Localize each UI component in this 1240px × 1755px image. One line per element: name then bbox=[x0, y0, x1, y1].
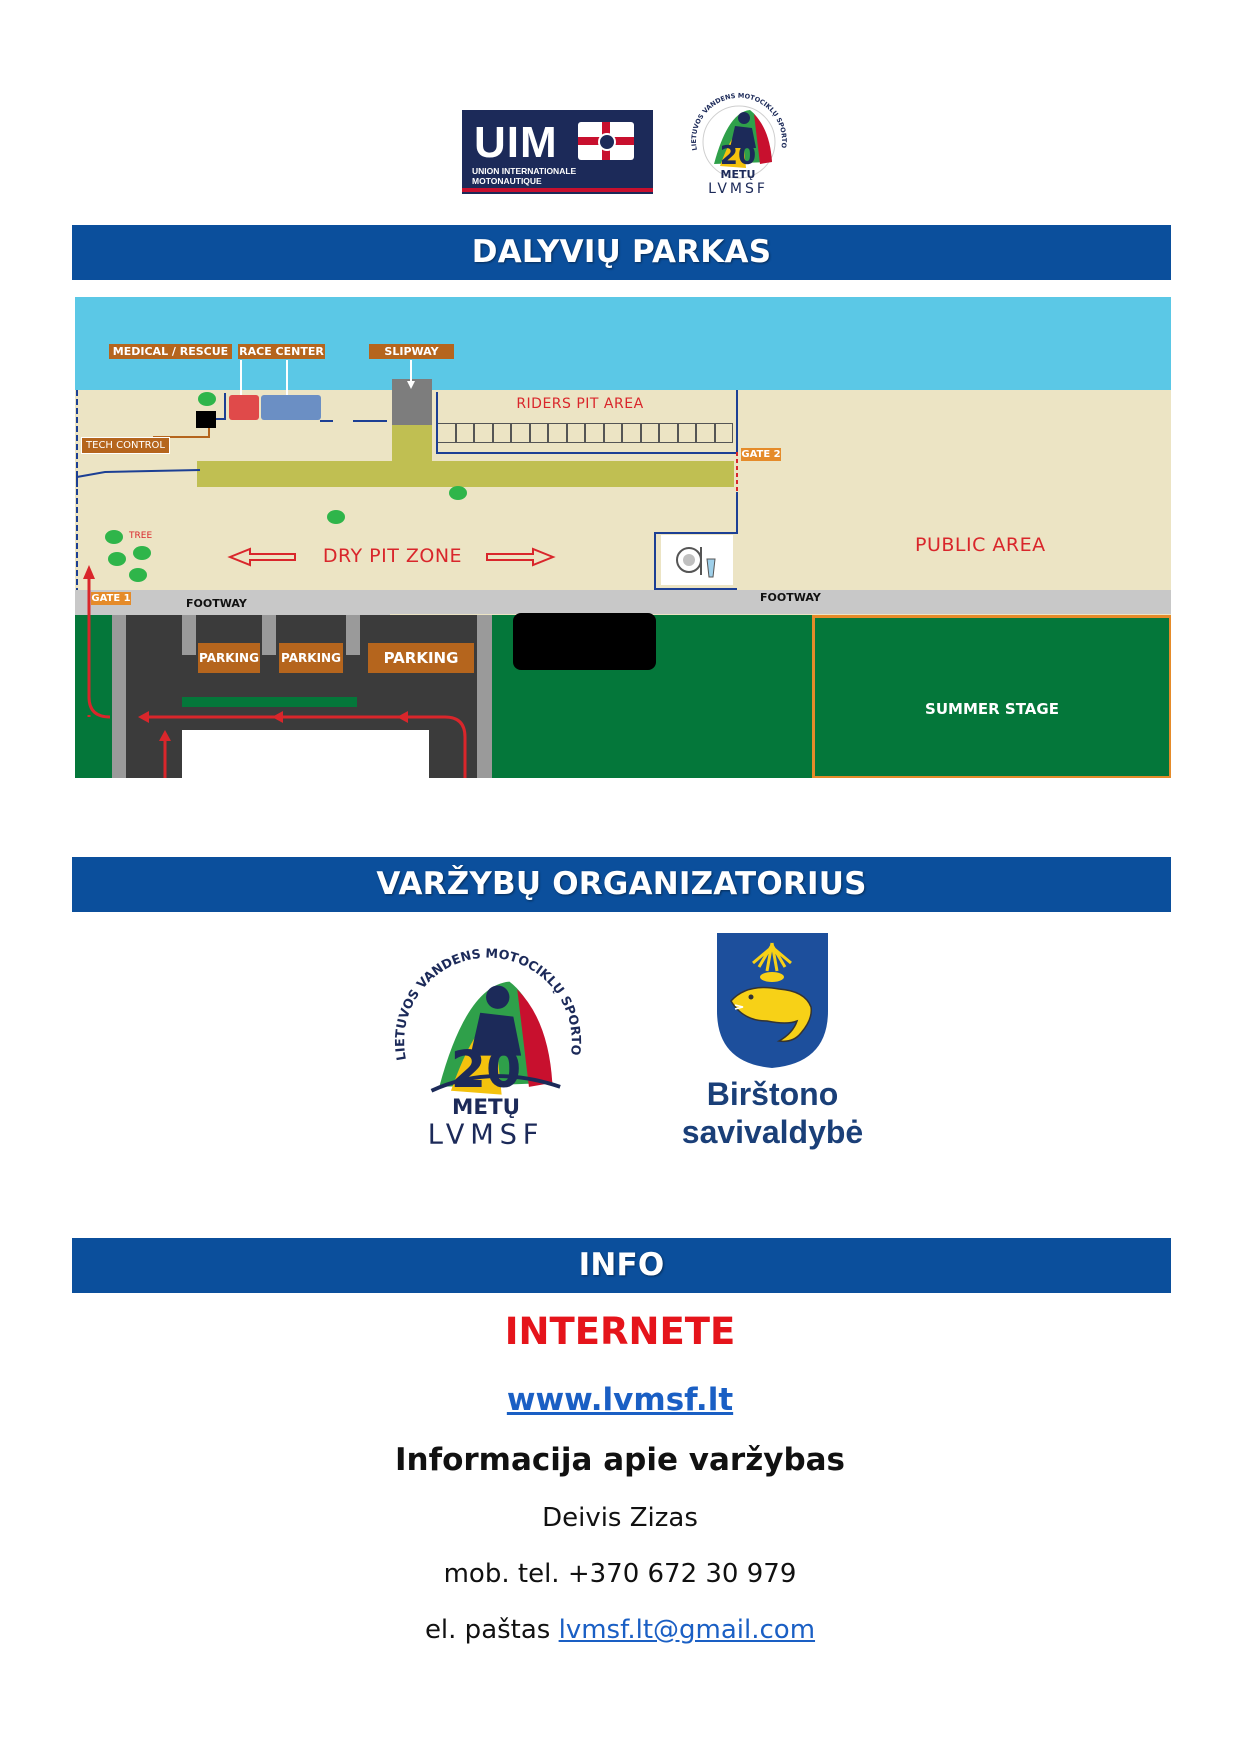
birstonas-coat-of-arms-icon bbox=[717, 933, 828, 1068]
summer-stage-label: SUMMER STAGE bbox=[925, 700, 1059, 718]
section-title-info: INFO bbox=[72, 1238, 1171, 1293]
contact-name: Deivis Zizas bbox=[542, 1503, 698, 1533]
tree-icon bbox=[327, 510, 345, 524]
section-title-organizatorius: VARŽYBŲ ORGANIZATORIUS bbox=[72, 857, 1171, 912]
summer-stage bbox=[812, 615, 1171, 778]
municipality-name-line1: Birštono bbox=[706, 1076, 839, 1112]
olive-path-horizontal bbox=[197, 461, 734, 487]
email-prefix: el. paštas bbox=[424, 1615, 551, 1645]
lvmsf-small-number: 20 bbox=[720, 141, 756, 171]
internet-label: INTERNETE bbox=[504, 1310, 736, 1353]
medical-building bbox=[229, 395, 259, 420]
footway-label-left: FOOTWAY bbox=[186, 597, 247, 610]
lvmsf-large-number: 20 bbox=[451, 1040, 522, 1099]
tree-icon bbox=[105, 530, 123, 544]
section-title-dalyviu-parkas: DALYVIŲ PARKAS bbox=[72, 225, 1171, 280]
tree-icon bbox=[198, 392, 216, 406]
food-drink-icon bbox=[661, 535, 733, 585]
uim-flag-icon bbox=[578, 122, 634, 160]
gate-1-tag: GATE 1 bbox=[91, 592, 131, 605]
black-box bbox=[513, 613, 656, 670]
pit-map: PARKING PARKING PARKING SUMMER STAGE RID… bbox=[75, 297, 1171, 778]
tree-icon bbox=[449, 486, 467, 500]
public-area-label: PUBLIC AREA bbox=[915, 534, 1046, 556]
parking-spot-3: PARKING bbox=[368, 643, 474, 673]
email-line: el. paštas lvmsf.lt@gmail.com bbox=[0, 1615, 1240, 1645]
tech-control-tag: TECH CONTROL bbox=[81, 437, 170, 454]
dry-pit-zone-label: DRY PIT ZONE bbox=[322, 545, 463, 567]
grass-left-strip bbox=[75, 615, 112, 778]
slipway-tag: SLIPWAY bbox=[369, 344, 454, 359]
lvmsf-logo-large: 20 METŲ LVMSF LIETUVOS VANDENS MOTOCIKLŲ… bbox=[368, 915, 603, 1157]
parking-spot-1: PARKING bbox=[198, 643, 260, 673]
parking-island bbox=[182, 730, 429, 778]
tree-label: TREE bbox=[129, 531, 153, 541]
race-center-building bbox=[261, 395, 321, 420]
parking-spot-2: PARKING bbox=[279, 643, 343, 673]
water-area bbox=[75, 297, 1171, 390]
riders-pit-label: RIDERS PIT AREA bbox=[516, 396, 644, 412]
uim-abbr: UIM bbox=[474, 118, 558, 167]
info-subtitle: Informacija apie varžybas bbox=[394, 1442, 845, 1478]
uim-logo: UIM UNION INTERNATIONALE MOTONAUTIQUE bbox=[462, 110, 653, 194]
uim-name: UNION INTERNATIONALE MOTONAUTIQUE bbox=[472, 166, 577, 186]
riders-pit-boxes bbox=[437, 423, 733, 443]
fence-lines bbox=[76, 360, 738, 778]
gate-2-tag: GATE 2 bbox=[741, 448, 781, 461]
tree-icon bbox=[108, 552, 126, 566]
lvmsf-small-abbr: LVMSF bbox=[708, 181, 768, 197]
medical-rescue-tag: MEDICAL / RESCUE bbox=[109, 344, 232, 359]
lvmsf-small-word: METŲ bbox=[721, 168, 756, 181]
footway-strip bbox=[75, 590, 1171, 614]
website-link[interactable]: www.lvmsf.lt bbox=[506, 1382, 734, 1418]
tree-icon bbox=[133, 546, 151, 560]
tree-icon bbox=[129, 568, 147, 582]
lvmsf-large-word: METŲ bbox=[452, 1095, 520, 1120]
tech-control-box bbox=[196, 411, 216, 428]
municipality-name-line2: savivaldybė bbox=[681, 1114, 864, 1150]
contact-phone: mob. tel. +370 672 30 979 bbox=[443, 1559, 797, 1589]
lvmsf-large-abbr: LVMSF bbox=[428, 1119, 545, 1150]
website-line: www.lvmsf.lt bbox=[0, 1382, 1240, 1418]
race-center-tag: RACE CENTER bbox=[238, 344, 325, 359]
lvmsf-logo-small: 20 METŲ LVMSF LIETUVOS VANDENS MOTOCIKLŲ… bbox=[677, 76, 798, 200]
email-link[interactable]: lvmsf.lt@gmail.com bbox=[558, 1615, 816, 1645]
footway-label-right: FOOTWAY bbox=[760, 591, 821, 604]
